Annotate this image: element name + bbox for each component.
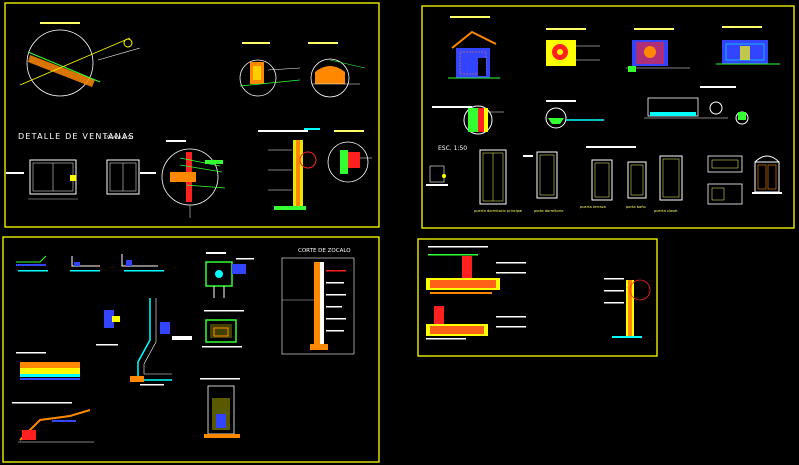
tiled-wall-elevation bbox=[626, 28, 690, 72]
footing-detail-upper bbox=[426, 246, 526, 294]
footing-detail-green bbox=[205, 252, 254, 298]
sheet-foundations: CORTE DE ZOCALO bbox=[2, 236, 380, 463]
door-bedroom: porta dormitorio bbox=[523, 151, 563, 213]
door-caption: puerta dormitorio principal bbox=[474, 209, 522, 213]
sheet-detail-frame bbox=[417, 238, 658, 357]
window-wall-section bbox=[258, 128, 320, 210]
house-gable-elevation bbox=[448, 16, 500, 79]
footing-detail-lower bbox=[426, 306, 526, 340]
door-bathroom: porta baño bbox=[626, 161, 647, 209]
decorative-panel-detail bbox=[546, 28, 600, 66]
door-closet: puerta closet bbox=[654, 155, 683, 213]
tank-section bbox=[644, 86, 749, 125]
manhole-section bbox=[200, 378, 240, 438]
retaining-wall-section bbox=[96, 298, 192, 386]
inspection-box-detail bbox=[202, 310, 244, 348]
window-circle-detail bbox=[19, 22, 141, 97]
storage-elevation bbox=[716, 26, 780, 65]
window-head-circle-detail bbox=[327, 130, 372, 183]
door-caption: porta dormitorio bbox=[534, 209, 563, 213]
window-round-detail-right bbox=[308, 42, 366, 98]
window-elevation-narrow bbox=[106, 159, 156, 195]
sheet-windows-frame bbox=[4, 2, 380, 228]
small-fixture-elevation bbox=[426, 165, 448, 186]
door-caption: puerta terraza bbox=[580, 205, 606, 209]
lintel-circle-detail bbox=[545, 100, 604, 129]
wall-base-circle-detail bbox=[604, 278, 651, 338]
foundation-section-title: CORTE DE ZOCALO bbox=[298, 248, 351, 254]
plinth-section bbox=[281, 257, 355, 355]
facade-circle-detail bbox=[432, 105, 504, 135]
windows-sheet-scale: ESCALA 1:50 bbox=[104, 135, 133, 141]
sheet-windows: DETALLE DE VENTANAS ESCALA 1:50 bbox=[4, 2, 380, 228]
door-caption: porta baño bbox=[626, 205, 646, 209]
sheet-detail bbox=[417, 238, 658, 357]
door-terrace: puerta terraza bbox=[580, 146, 636, 209]
stair-footing-detail bbox=[12, 402, 94, 443]
door-caption: puerta closet bbox=[654, 209, 678, 213]
window-round-detail-left bbox=[239, 42, 301, 97]
windows-sheet-title: DETALLE DE VENTANAS bbox=[18, 132, 135, 141]
window-elevation-wide bbox=[6, 159, 78, 200]
floor-slab-detail bbox=[16, 352, 80, 380]
gutter-details-row bbox=[16, 254, 164, 272]
window-sill-circle-detail bbox=[161, 140, 226, 218]
facades-scale-label: ESC. 1:50 bbox=[438, 145, 467, 152]
cabinet-elevation bbox=[707, 155, 743, 205]
door-main-bedroom: puerta dormitorio principal bbox=[474, 149, 522, 213]
sheet-facades: ESC. 1:50 puerta dormitorio principal po… bbox=[421, 5, 795, 229]
sheet-facades-frame bbox=[421, 5, 795, 229]
sheet-foundations-frame bbox=[2, 236, 380, 463]
double-door-elevation bbox=[752, 155, 782, 194]
